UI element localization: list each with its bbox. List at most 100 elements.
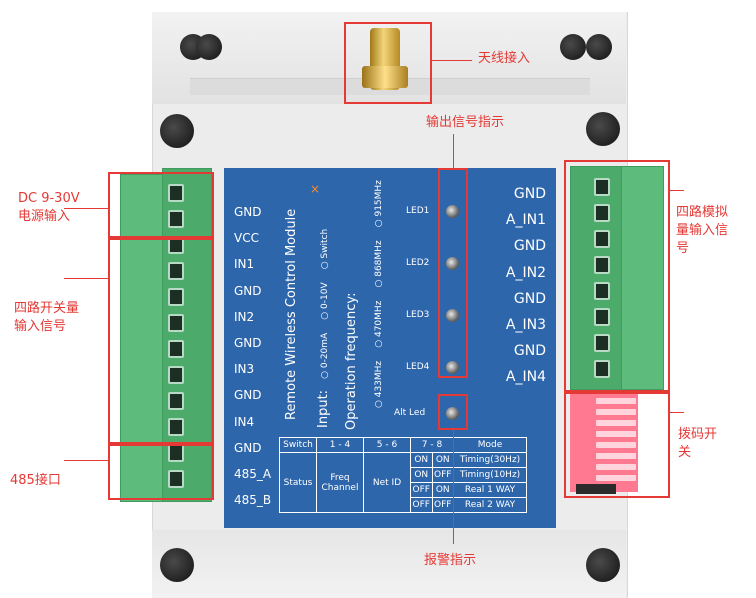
left-terminal-label: 485_A (234, 467, 272, 481)
callout-analog-2: 量输入信 (676, 223, 729, 238)
callout-antenna: 天线接入 (478, 51, 531, 66)
right-terminal-label: GND (513, 238, 546, 255)
status-cell: Status (279, 452, 317, 513)
table-cell: ON (431, 452, 454, 468)
leader-line (670, 190, 684, 191)
dip-switch-lever[interactable] (596, 442, 636, 448)
mount-hole (586, 548, 620, 582)
rs485-highlight (108, 444, 214, 500)
dip-switch-lever[interactable] (596, 464, 636, 470)
led-label: LED3 (406, 310, 430, 320)
dip-switch-lever[interactable] (596, 431, 636, 437)
module-title: Remote Wireless Control Module (284, 208, 299, 420)
leader-line (64, 460, 108, 461)
table-cell: Timing(30Hz) (453, 452, 527, 468)
freq-915: 915MHz (374, 180, 384, 217)
frequency-label: Operation frequency: (344, 292, 359, 430)
right-terminal-label: A_IN3 (505, 317, 546, 333)
led-label: LED2 (406, 258, 430, 268)
terminal-screw[interactable] (594, 334, 610, 352)
table-cell: ON (410, 452, 433, 468)
din-rail-bottom (152, 530, 626, 598)
led-label: LED1 (406, 206, 430, 216)
dip-highlight (564, 392, 670, 498)
terminal-screw[interactable] (594, 204, 610, 222)
selected-mark: × (310, 182, 321, 196)
table-cell: ON (431, 482, 454, 498)
th-mode: Mode (453, 437, 527, 453)
input-options: Input: ○ 0-20mA ○ 0-10V ○ Switch (316, 228, 331, 428)
terminal-screw[interactable] (594, 282, 610, 300)
terminal-screw[interactable] (168, 418, 184, 436)
led-indicator-icon (446, 205, 459, 218)
dip-table: Switch 1 - 4 5 - 6 7 - 8 Mode Status Fre… (279, 437, 527, 513)
right-terminal-label: A_IN4 (505, 369, 546, 386)
left-terminal-label: 485_B (234, 493, 272, 508)
table-cell: Real 2 WAY (453, 497, 527, 513)
left-terminal-label: GND (234, 336, 262, 350)
callout-analog-1: 四路模拟 (676, 205, 729, 220)
th-5-6: 5 - 6 (363, 437, 411, 453)
th-switch: Switch (279, 437, 317, 453)
terminal-screw[interactable] (594, 230, 610, 248)
terminal-screw[interactable] (594, 308, 610, 326)
left-terminal-label: GND (234, 205, 262, 219)
terminal-screw[interactable] (168, 314, 184, 332)
right-terminal-label: GND (513, 343, 546, 360)
right-terminal-label: A_IN1 (505, 212, 546, 229)
freq-868: 868MHz (374, 240, 384, 277)
dip-switch-lever[interactable] (596, 409, 636, 415)
terminal-screw[interactable] (594, 360, 610, 378)
left-terminal-label: IN3 (234, 362, 255, 377)
mount-hole (160, 548, 194, 582)
table-cell: Real 1 WAY (453, 482, 527, 498)
terminal-screw[interactable] (168, 262, 184, 280)
callout-dip-1: 拨码开 (678, 427, 718, 442)
led-highlight (438, 168, 468, 378)
terminal-screw[interactable] (168, 210, 184, 228)
net-id-cell: Net ID (363, 452, 411, 513)
dip-switch-lever[interactable] (596, 453, 636, 459)
terminal-screw[interactable] (168, 366, 184, 384)
terminal-screw[interactable] (594, 178, 610, 196)
callout-switch-input-2: 输入信号 (14, 319, 67, 334)
leader-line (64, 278, 108, 279)
left-terminal-label: IN2 (234, 309, 255, 324)
dip-switch-lever[interactable] (596, 420, 636, 426)
led-indicator-icon (446, 407, 459, 420)
mount-hole (160, 114, 194, 148)
right-terminal-front (570, 166, 622, 390)
left-terminal-label: VCC (234, 231, 259, 246)
terminal-screw[interactable] (168, 184, 184, 202)
table-cell: OFF (431, 467, 454, 483)
dip-switch-lever[interactable] (596, 398, 636, 404)
frequency-values: ○ 433MHz ○ 470MHz ○ 868MHz ○ 915MHz (374, 180, 384, 408)
right-terminal-label: GND (513, 186, 546, 202)
callout-analog-3: 号 (676, 241, 690, 256)
table-cell: OFF (431, 497, 454, 513)
callout-output-indicator: 输出信号指示 (426, 115, 505, 130)
power-highlight (108, 172, 214, 238)
dip-switch-lever[interactable] (596, 475, 636, 481)
left-terminal-label: IN4 (234, 414, 255, 429)
callout-rs485: 485接口 (10, 473, 61, 488)
callout-switch-input-1: 四路开关量 (14, 301, 80, 316)
terminal-screw[interactable] (168, 470, 184, 488)
terminal-screw[interactable] (168, 288, 184, 306)
leader-line (670, 412, 684, 413)
th-7-8: 7 - 8 (410, 437, 454, 453)
terminal-screw[interactable] (168, 392, 184, 410)
led-indicator-icon (446, 309, 459, 322)
th-1-4: 1 - 4 (316, 437, 364, 453)
table-cell: ON (410, 467, 433, 483)
alarm-led-highlight (438, 394, 468, 430)
terminal-screw[interactable] (168, 340, 184, 358)
left-terminal-label: GND (234, 283, 262, 298)
terminal-screw[interactable] (594, 256, 610, 274)
freq-433: 433MHz (374, 360, 384, 398)
antenna-nut (362, 66, 408, 88)
input-opt-0-20ma: 0-20mA (320, 332, 330, 369)
frequency-options: Operation frequency: (340, 293, 359, 430)
analog-highlight (564, 160, 670, 392)
